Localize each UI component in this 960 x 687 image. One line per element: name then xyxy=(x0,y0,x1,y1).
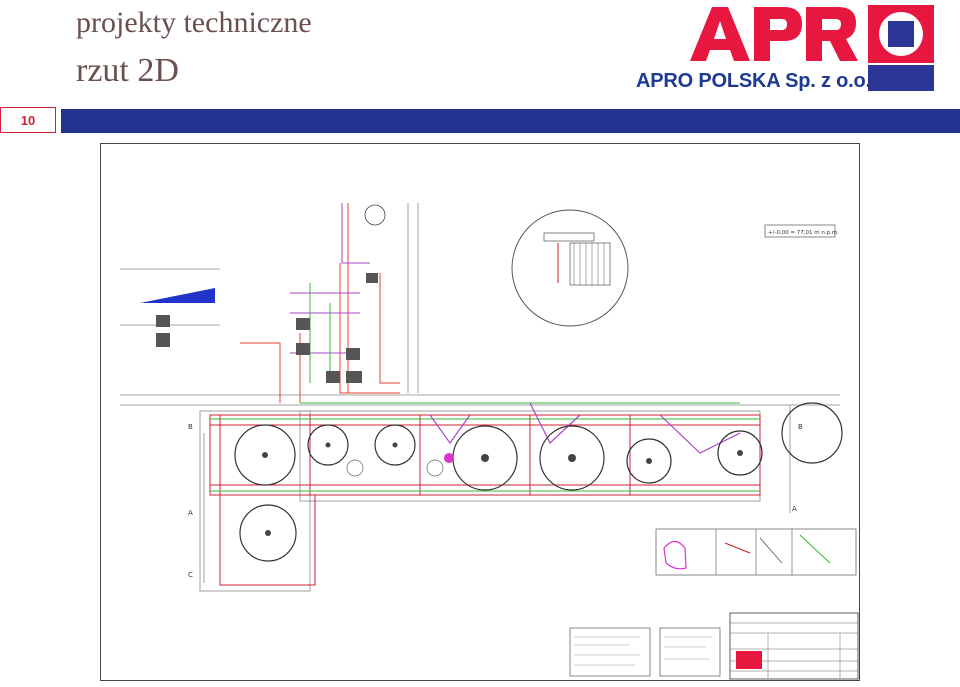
technical-drawing: +/-0,00 = 77,01 m n.p.m. xyxy=(100,143,860,681)
blue-wedge xyxy=(140,288,215,303)
apro-logo xyxy=(690,5,934,91)
company-name: APRO POLSKA Sp. z o.o. xyxy=(636,70,871,92)
logo-o-mark xyxy=(868,5,934,91)
slide-title: projekty techniczne xyxy=(76,6,312,39)
section-marker-c: C xyxy=(188,571,193,579)
header-bar xyxy=(61,109,960,133)
section-marker-a-right: A xyxy=(792,505,797,513)
slide-subtitle: rzut 2D xyxy=(76,52,179,89)
logo-letters xyxy=(690,7,858,61)
section-marker-b-left: B xyxy=(188,423,193,431)
section-marker-a-left: A xyxy=(188,509,193,517)
level-label: +/-0,00 = 77,01 m n.p.m. xyxy=(768,230,839,236)
section-marker-b-right: B xyxy=(798,423,803,431)
page-number: 10 xyxy=(0,107,56,133)
